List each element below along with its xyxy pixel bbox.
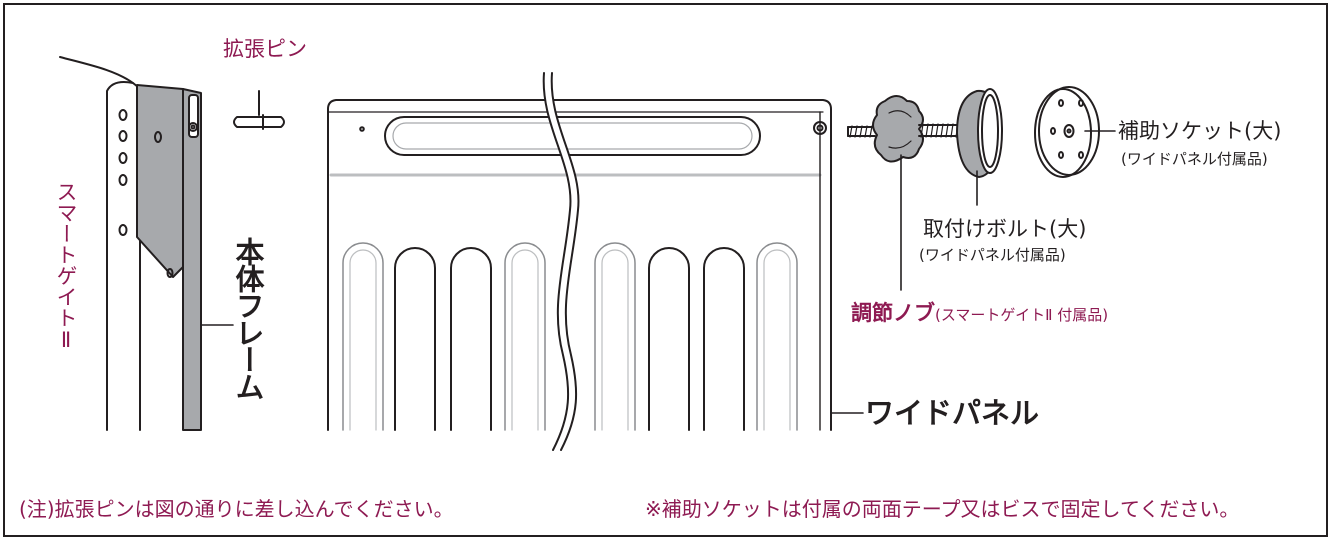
smart-gate-label: スマートゲイトⅡ [54, 181, 78, 352]
socket-drawing [1034, 86, 1100, 178]
wide-panel-drawing [327, 72, 832, 451]
knob-note: (スマートゲイトⅡ 付属品) [935, 306, 1109, 324]
bolt-and-knob-drawing [847, 88, 1003, 178]
note-left: (注)拡張ピンは図の通りに差し込んでください。 [19, 497, 454, 521]
main-frame-label: 本体フレーム [231, 237, 265, 399]
knob-label-group: 調節ノブ(スマートゲイトⅡ 付属品) [851, 303, 1108, 324]
leader-lines [200, 130, 1116, 414]
bolt-label: 取付けボルト(大) [923, 217, 1087, 241]
knob-label: 調節ノブ [851, 301, 935, 325]
expansion-pin-drawing [233, 90, 285, 130]
diagram-frame: 拡張ピン スマートゲイトⅡ 本体フレーム ワイドパネル 調節ノブ(スマートゲイト… [3, 3, 1328, 537]
note-right: ※補助ソケットは付属の両面テープ又はビスで固定してください。 [645, 497, 1240, 521]
smart-gate-frame [59, 56, 202, 431]
assembly-illustration [59, 56, 1116, 451]
bolt-note: (ワイドパネル付属品) [919, 246, 1066, 264]
wide-panel-label: ワイドパネル [865, 396, 1040, 430]
socket-label: 補助ソケット(大) [1118, 119, 1282, 143]
expansion-pin-label: 拡張ピン [223, 37, 307, 61]
socket-note: (ワイドパネル付属品) [1121, 150, 1268, 168]
